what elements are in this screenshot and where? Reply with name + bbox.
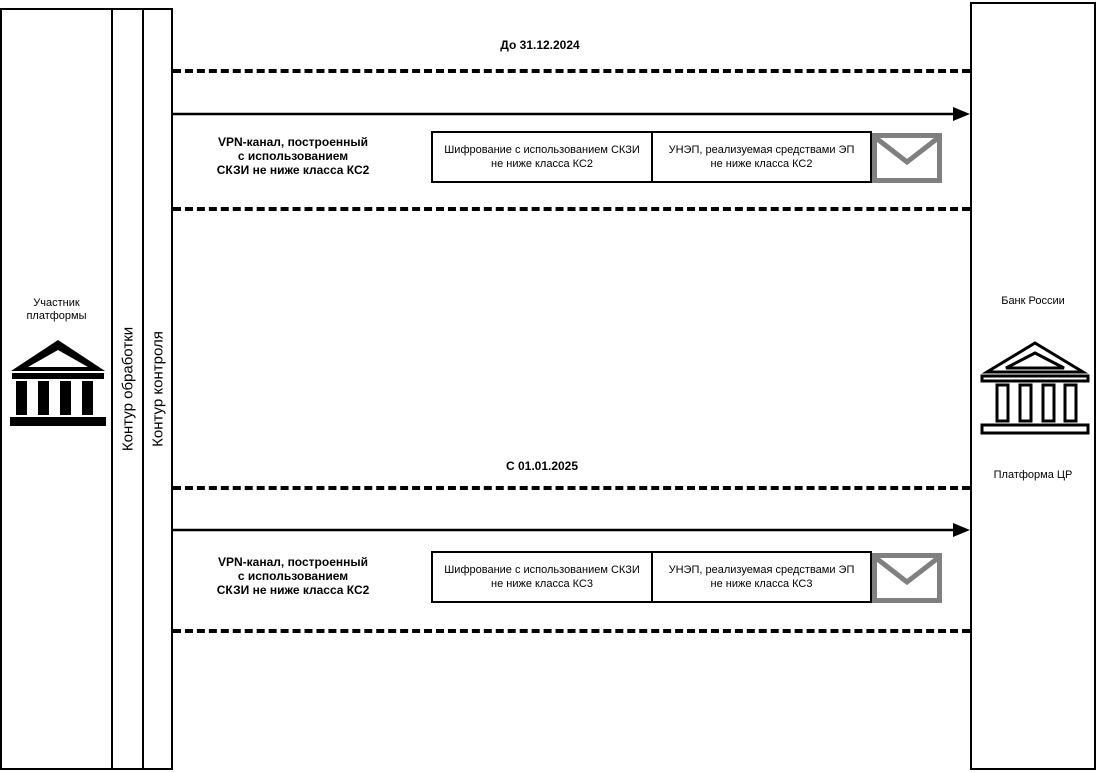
platform-label: Платформа ЦР: [993, 469, 1073, 481]
bank-building-outline-icon: [980, 341, 1090, 435]
period2-signature-box: УНЭП, реализуемая средствами ЭП не ниже …: [651, 551, 872, 603]
participant-label-line2: платформы: [26, 310, 87, 322]
period1-title: До 31.12.2024: [500, 38, 580, 52]
period2-encryption-line1: Шифрование с использованием СКЗИ: [444, 564, 640, 576]
period2-encryption-box: Шифрование с использованием СКЗИ не ниже…: [431, 551, 653, 603]
envelope-icon: [872, 553, 942, 603]
period2-channel-label: VPN-канал, построенный с использованием …: [193, 555, 393, 597]
bank-building-icon: [10, 340, 106, 426]
period2-title: С 01.01.2025: [505, 459, 579, 473]
participant-label-line1: Участник: [33, 297, 80, 309]
period1-channel-line1: VPN-канал, построенный: [218, 135, 368, 149]
period1-arrow: [173, 107, 970, 121]
period1-signature-line1: УНЭП, реализуемая средствами ЭП: [668, 144, 855, 156]
period1-channel-line3: СКЗИ не ниже класса КС2: [216, 163, 370, 177]
period2-arrow: [173, 523, 970, 537]
period2-dashed-top: [173, 486, 970, 490]
participant-pool: Участник платформы: [0, 8, 113, 770]
period1-channel-label: VPN-канал, построенный с использованием …: [193, 135, 393, 177]
period2-channel-line1: VPN-канал, построенный: [218, 555, 368, 569]
bank-label: Банк России: [1001, 295, 1065, 307]
processing-lane: Контур обработки: [111, 8, 144, 770]
period1-dashed-bottom: [173, 207, 970, 211]
period1-dashed-top: [173, 69, 970, 73]
envelope-icon: [872, 133, 942, 183]
control-lane: Контур контроля: [142, 8, 173, 770]
period1-encryption-line1: Шифрование с использованием СКЗИ: [444, 144, 640, 156]
control-lane-label: Контур контроля: [149, 331, 166, 447]
period2-channel-line3: СКЗИ не ниже класса КС2: [216, 583, 370, 597]
bank-pool: Банк России Платформа ЦР: [970, 2, 1096, 770]
period2-encryption-line2: не ниже класса КС3: [491, 578, 593, 590]
period1-encryption-line2: не ниже класса КС2: [491, 158, 593, 170]
period2-channel-line2: с использованием: [237, 569, 349, 583]
period1-signature-box: УНЭП, реализуемая средствами ЭП не ниже …: [651, 131, 872, 183]
participant-label: Участник платформы: [2, 297, 111, 323]
processing-lane-label: Контур обработки: [119, 326, 136, 452]
period1-encryption-box: Шифрование с использованием СКЗИ не ниже…: [431, 131, 653, 183]
period1-signature-line2: не ниже класса КС2: [710, 158, 813, 170]
period1-channel-line2: с использованием: [237, 149, 349, 163]
period2-signature-line1: УНЭП, реализуемая средствами ЭП: [668, 564, 855, 576]
period2-dashed-bottom: [173, 629, 970, 633]
period2-signature-line2: не ниже класса КС3: [710, 578, 813, 590]
